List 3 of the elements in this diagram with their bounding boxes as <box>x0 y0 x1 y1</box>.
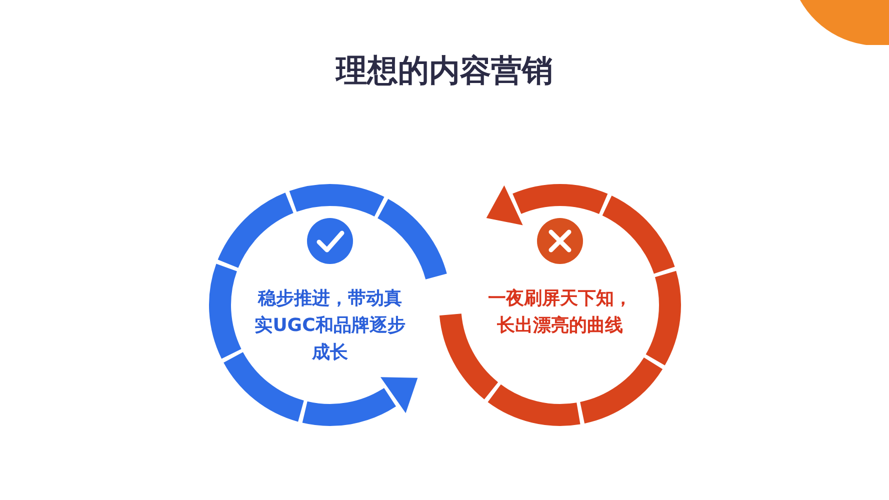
node-text: 稳步推进，带动真实UGC和品牌逐步成长 <box>254 287 406 365</box>
node-text: 一夜刷屏天下知，长出漂亮的曲线 <box>487 287 633 338</box>
title: 理想的内容营销 <box>334 52 554 91</box>
